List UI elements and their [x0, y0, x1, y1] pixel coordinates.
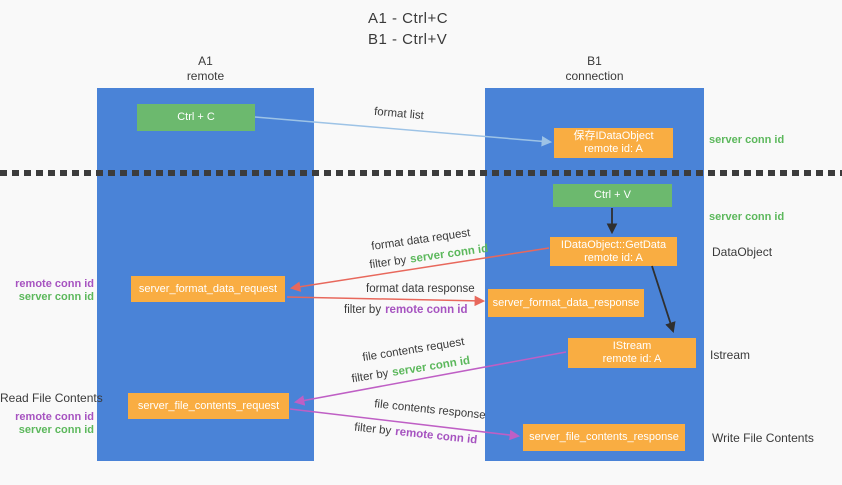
format-data-response-arrow — [286, 295, 486, 307]
ctrl-c-node: Ctrl + C — [137, 104, 255, 131]
istream-line2: remote id: A — [602, 353, 662, 365]
remote-conn-id-label-top: remote conn id — [15, 278, 94, 290]
title-line-1: A1 - Ctrl+C — [368, 10, 449, 27]
diagram-title: A1 - Ctrl+C B1 - Ctrl+V — [368, 8, 448, 50]
server-format-data-response-node: server_format_data_response — [488, 289, 644, 317]
timeline-divider — [0, 170, 842, 176]
ctrl-v-label: Ctrl + V — [594, 189, 631, 201]
server-file-contents-request-node: server_file_contents_request — [128, 393, 289, 419]
lane-header-b1: B1 connection — [485, 54, 704, 84]
save-idataobject-node: 保存IDataObject remote id: A — [554, 128, 673, 158]
format-data-response-arrow-label: format data response — [366, 283, 475, 295]
save-idataobject-line1: 保存IDataObject — [573, 130, 654, 142]
filter-server-conn-id-value: server conn id — [409, 242, 489, 266]
filter-by-text: filter by — [353, 421, 392, 438]
server-format-data-request-node: server_format_data_request — [131, 276, 285, 302]
server-conn-id-label-left-top: server conn id — [18, 291, 94, 303]
filter-remote-conn-id-value: remote conn id — [385, 304, 468, 316]
save-idataobject-line2: remote id: A — [584, 143, 643, 155]
filter-by-text: filter by — [368, 254, 408, 272]
ctrl-v-node: Ctrl + V — [553, 184, 672, 207]
lane-a1-name: A1 — [198, 54, 213, 68]
filter-remote-conn-id-value: remote conn id — [394, 425, 478, 447]
istream-line1: IStream — [612, 340, 652, 352]
file-request-label: server_file_contents_request — [137, 399, 280, 412]
ctrl-c-label: Ctrl + C — [177, 111, 215, 123]
title-line-2: B1 - Ctrl+V — [368, 31, 448, 48]
lane-b1-subtitle: connection — [565, 69, 624, 83]
file-contents-response-arrow-label: file contents response — [373, 398, 487, 422]
istream-node: IStream remote id: A — [568, 338, 696, 368]
write-file-contents-label: Write File Contents — [712, 431, 814, 445]
format-list-arrow-label: format list — [373, 105, 425, 123]
server-conn-id-label-left-bottom: server conn id — [18, 424, 94, 436]
getdata-node: IDataObject::GetData remote id: A — [550, 237, 677, 266]
server-conn-id-label-mid: server conn id — [709, 211, 785, 223]
getdata-line2: remote id: A — [584, 251, 643, 264]
lane-b1-name: B1 — [587, 54, 602, 68]
server-conn-id-label-top: server conn id — [709, 134, 785, 146]
lane-header-a1: A1 remote — [97, 54, 314, 84]
file-response-label: server_file_contents_response — [529, 431, 679, 443]
dataobject-label: DataObject — [712, 245, 773, 259]
filter-server-conn-id-value: server conn id — [391, 354, 471, 379]
istream-side-label: Istream — [710, 348, 751, 362]
filter-by-text: filter by — [350, 367, 390, 386]
getdata-line1: IDataObject::GetData — [560, 238, 667, 251]
remote-conn-id-label-bottom: remote conn id — [15, 411, 94, 423]
lane-a1-subtitle: remote — [186, 69, 225, 83]
server-file-contents-response-node: server_file_contents_response — [523, 424, 685, 451]
format-response-label: server_format_data_response — [492, 296, 640, 309]
filter-by-text: filter by — [344, 304, 382, 316]
read-file-contents-label: Read File Contents — [0, 391, 103, 405]
format-request-label: server_format_data_request — [138, 282, 278, 295]
